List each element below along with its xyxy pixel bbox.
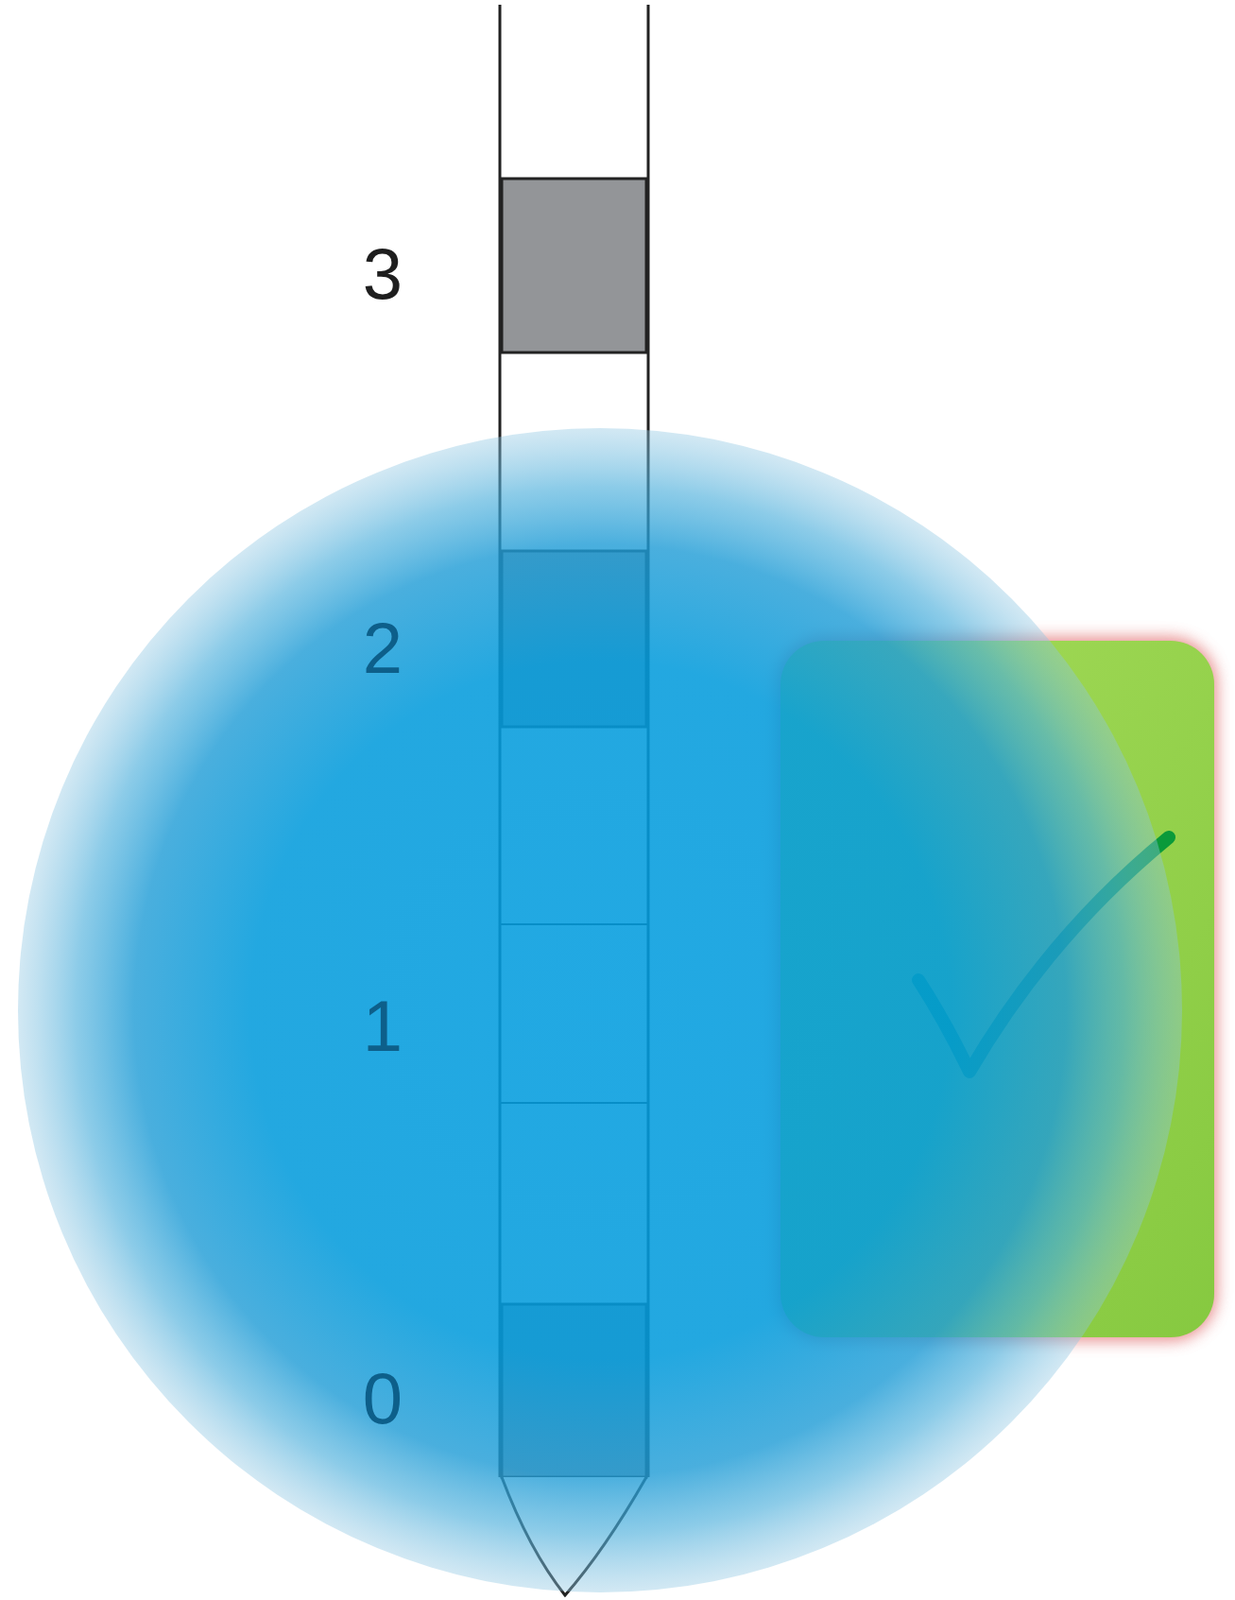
scale-number: 2 [362, 612, 403, 685]
probe-band [501, 178, 647, 353]
scale-number: 0 [362, 1362, 403, 1435]
scale-number: 1 [362, 990, 403, 1063]
blue-glow [17, 428, 1183, 1593]
scale-number: 3 [362, 238, 403, 310]
